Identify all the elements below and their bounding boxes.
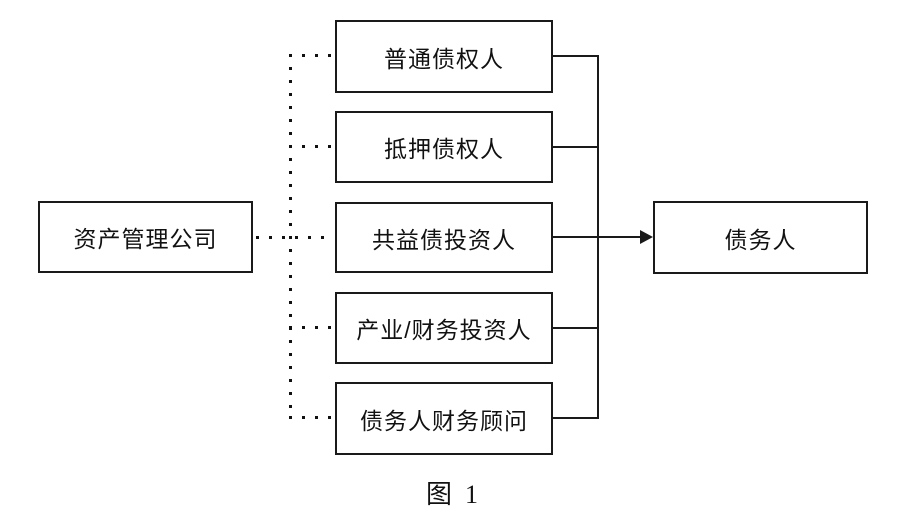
node-industry-financial-investor: 产业/财务投资人 [335,292,553,364]
node-mortgage-creditor: 抵押债权人 [335,111,553,183]
node-label: 债务人 [724,226,797,253]
dotted-stub-mortgage-creditor [289,145,332,148]
node-label: 共益债投资人 [372,226,516,253]
node-debtor-financial-advisor: 债务人财务顾问 [335,382,553,455]
node-asset-management-company: 资产管理公司 [38,201,253,273]
dotted-line-source-main [256,236,333,239]
node-common-benefit-debt-investor: 共益债投资人 [335,202,553,273]
dotted-stub-ordinary-creditor [289,54,332,57]
node-label: 普通债权人 [384,45,504,72]
arrowhead-icon [640,230,653,244]
connector-ordinary-creditor [552,55,599,57]
node-label: 资产管理公司 [73,226,218,252]
node-label: 债务人财务顾问 [360,407,528,434]
dotted-stub-industry-financial-investor [289,326,332,329]
arrow-line-to-debtor [552,236,641,238]
node-label: 抵押债权人 [384,136,504,162]
connector-industry-financial-investor [552,327,599,329]
node-debtor: 债务人 [653,201,868,274]
connector-mortgage-creditor [552,146,599,148]
node-ordinary-creditor: 普通债权人 [335,20,553,93]
connector-debtor-financial-advisor [552,417,599,419]
node-label: 产业/财务投资人 [356,317,532,343]
figure-caption: 图 1 [425,480,478,509]
dotted-stub-debtor-financial-advisor [289,416,332,419]
dotted-line-spine [289,54,292,419]
